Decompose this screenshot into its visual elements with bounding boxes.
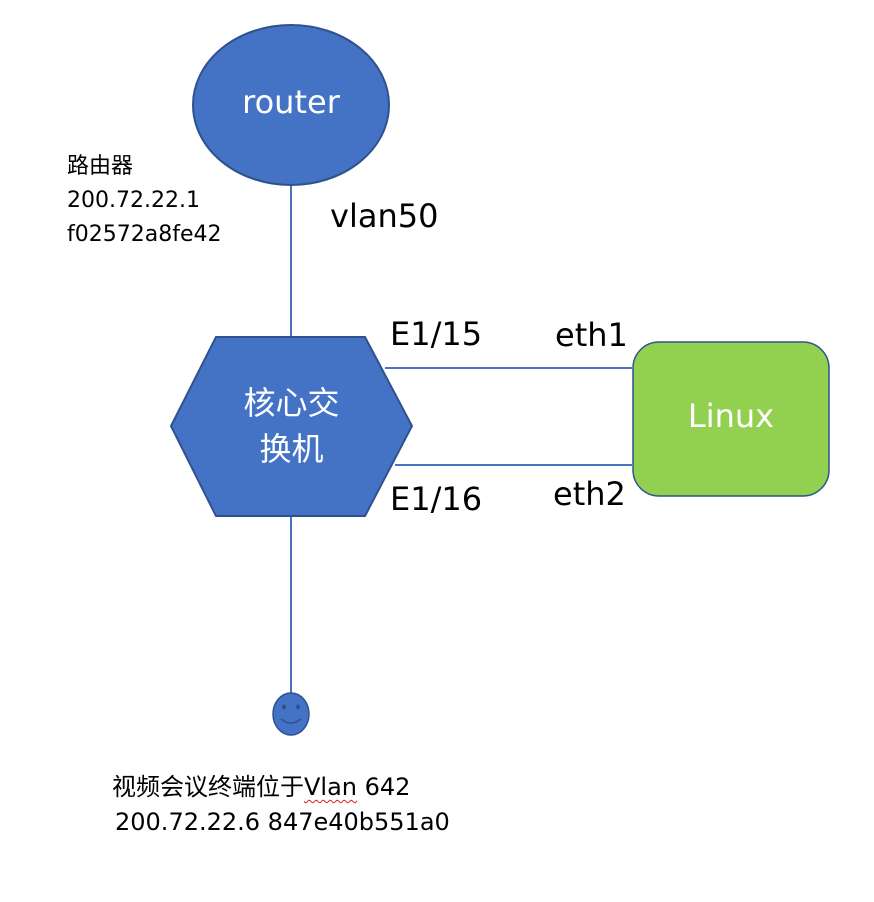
router-label: router (242, 83, 340, 121)
terminal-vlan-id: 642 (357, 773, 411, 801)
router-name: 路由器 (67, 154, 134, 179)
port-e1-15-label: E1/15 (390, 315, 483, 353)
router-info: 路由器 200.72.22.1 f02572a8fe42 (67, 150, 221, 252)
core-switch-label: 核心交 换机 (171, 380, 412, 472)
core-switch-label-line1: 核心交 (243, 384, 340, 422)
linux-node (632, 341, 830, 497)
terminal-vlan-word: Vlan (304, 773, 358, 801)
port-e1-16-label: E1/16 (390, 480, 483, 518)
terminal-details: 200.72.22.6 847e40b551a0 (115, 808, 450, 836)
terminal-description-prefix: 视频会议终端位于 (112, 773, 304, 801)
core-switch-label-line2: 换机 (259, 430, 324, 468)
vlan50-label: vlan50 (330, 197, 439, 235)
core-switch-node (169, 336, 414, 517)
terminal-description: 视频会议终端位于Vlan 642 (112, 767, 410, 802)
router-mac: f02572a8fe42 (67, 222, 222, 247)
router-node (192, 24, 390, 186)
router-ip: 200.72.22.1 (67, 188, 200, 213)
linux-eth2-label: eth2 (553, 475, 626, 513)
smiley-face-icon (272, 692, 310, 736)
linux-label: Linux (687, 397, 775, 435)
linux-eth1-label: eth1 (555, 316, 628, 354)
